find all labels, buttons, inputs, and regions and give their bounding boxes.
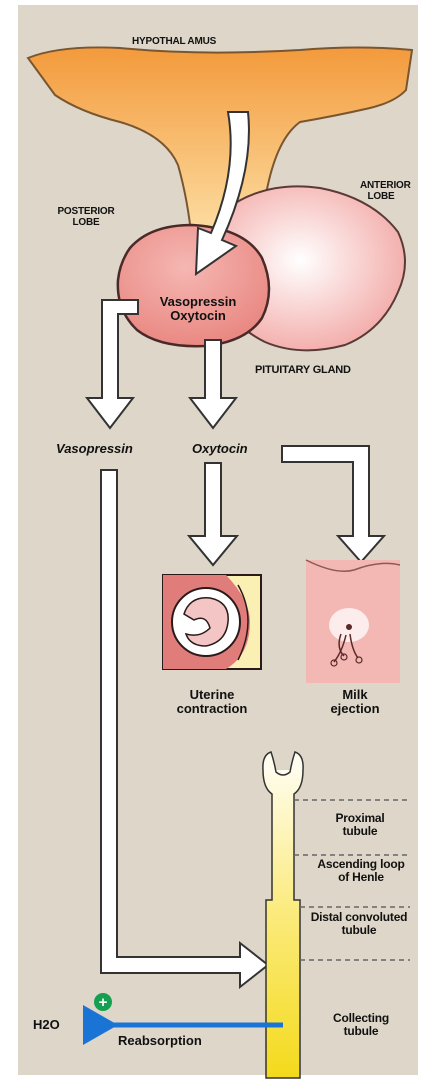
posterior-hormones-label: Vasopressin Oxytocin	[133, 295, 263, 322]
collecting-tubule-label: Collecting tubule	[316, 1012, 406, 1037]
distal-tubule-label: Distal convoluted tubule	[310, 911, 408, 936]
oxytocin-down-arrow	[190, 340, 236, 428]
vasopressin-to-tubule-arrow	[101, 470, 268, 987]
anterior-lobe-label: ANTERIOR LOBE	[360, 181, 402, 202]
posterior-lobe-label: POSTERIOR LOBE	[57, 207, 115, 228]
proximal-tubule-label: Proximal tubule	[320, 812, 400, 837]
milk-ejection-label: Milk ejection	[318, 688, 392, 715]
oxytocin-to-breast-arrow	[282, 446, 384, 562]
breast-icon	[306, 560, 400, 683]
uterus-icon	[163, 575, 261, 669]
water-label: H2O	[33, 1018, 60, 1032]
uterine-contraction-label: Uterine contraction	[162, 688, 262, 715]
reabsorption-label: Reabsorption	[118, 1034, 202, 1048]
oxytocin-to-uterus-arrow	[189, 463, 237, 565]
ascending-loop-label: Ascending loop of Henle	[316, 858, 406, 883]
oxytocin-label: Oxytocin	[192, 442, 248, 456]
posterior-lobe-shape	[118, 225, 269, 346]
pituitary-gland-label: PITUITARY GLAND	[255, 365, 351, 377]
hypothalamus-label: HYPOTHAL AMUS	[132, 37, 216, 48]
plus-icon: +	[94, 993, 112, 1011]
vasopressin-label: Vasopressin	[56, 442, 133, 456]
plus-sign: +	[99, 994, 108, 1011]
